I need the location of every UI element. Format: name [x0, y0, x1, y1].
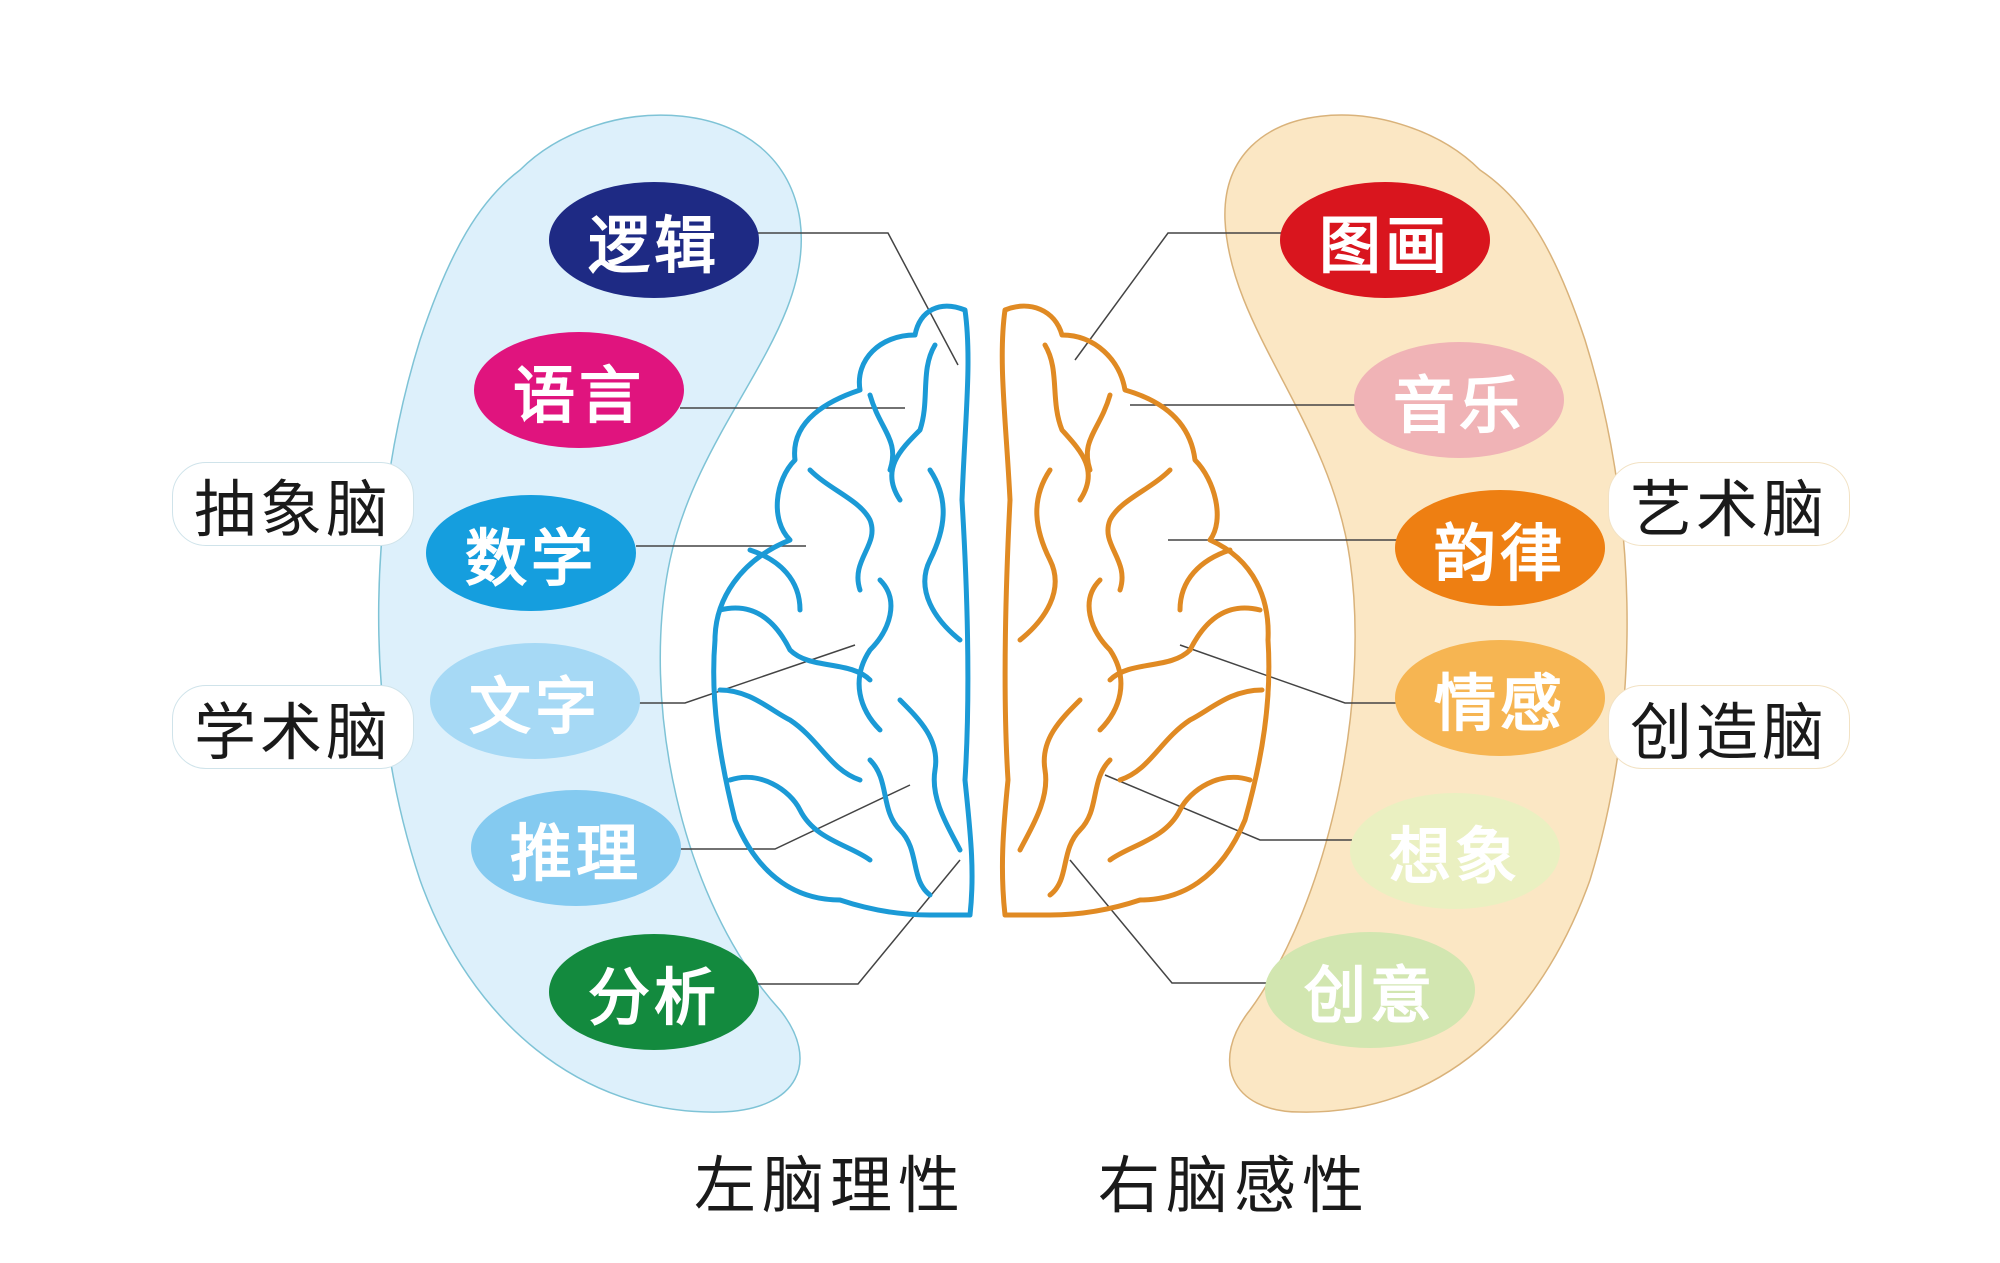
caption-left-brain-rational: 左脑理性	[694, 1149, 967, 1222]
bubble-emotion: 情感	[1395, 640, 1605, 756]
bubble-writing: 文字	[430, 643, 640, 759]
label-creative-brain: 创造脑	[1608, 685, 1850, 769]
left-connectors	[636, 232, 961, 985]
bubble-reasoning: 推理	[471, 790, 681, 906]
bubble-logic: 逻辑	[549, 182, 759, 298]
label-academic-brain: 学术脑	[172, 685, 414, 769]
bubble-drawing: 图画	[1280, 182, 1490, 298]
caption-right-brain-emotional: 右脑感性	[1098, 1149, 1371, 1222]
bubble-imagination: 想象	[1350, 793, 1560, 909]
bubble-rhythm: 韵律	[1395, 490, 1605, 606]
bubble-analysis: 分析	[549, 934, 759, 1050]
bubble-music: 音乐	[1354, 342, 1564, 458]
label-abstract-brain: 抽象脑	[172, 462, 414, 546]
bubble-creativity: 创意	[1265, 932, 1475, 1048]
bubble-language: 语言	[474, 332, 684, 448]
left-brain-hemisphere	[711, 303, 975, 918]
right-connectors	[1069, 232, 1397, 984]
right-brain-hemisphere	[999, 303, 1272, 918]
bubble-math: 数学	[426, 495, 636, 611]
label-art-brain: 艺术脑	[1608, 462, 1850, 546]
